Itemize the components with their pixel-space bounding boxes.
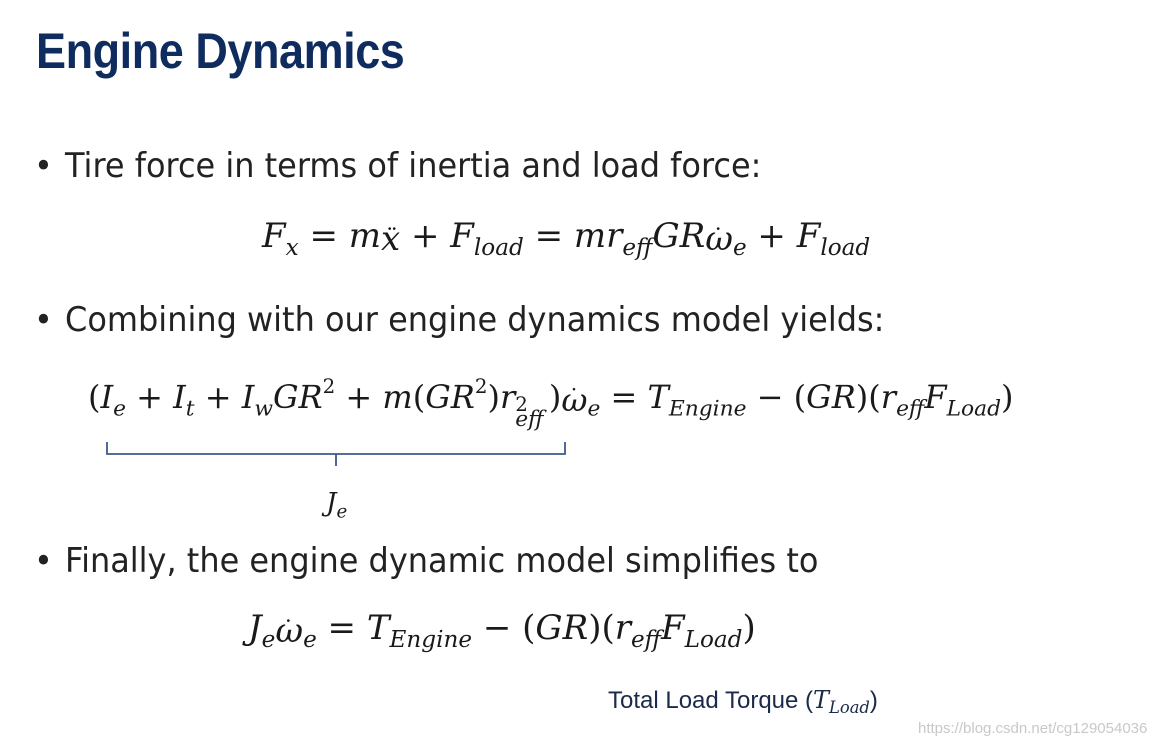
bullet-marker: • <box>34 300 53 340</box>
bullet-marker: • <box>34 541 53 581</box>
bullet-3: • Finally, the engine dynamic model simpl… <box>34 541 818 581</box>
slide-title: Engine Dynamics <box>36 23 405 79</box>
torque-label-symbol: T <box>813 686 830 714</box>
bullet-2-text: Combining with our engine dynamics model… <box>65 300 885 340</box>
bullet-marker: • <box>34 146 53 186</box>
torque-label-text: Total Load Torque ( <box>608 687 814 714</box>
brace-label-subscript: e <box>336 501 348 523</box>
brace-label-symbol: J <box>326 488 337 518</box>
total-load-torque-label: Total Load Torque (TLoad) <box>608 686 878 717</box>
bullet-1-text: Tire force in terms of inertia and load … <box>65 146 762 186</box>
brace-label-je: Je <box>326 488 347 521</box>
torque-label-close: ) <box>869 687 878 714</box>
bullet-2: • Combining with our engine dynamics mode… <box>34 300 884 340</box>
underbrace-inertia <box>106 442 566 466</box>
watermark-url: https://blog.csdn.net/cg129054036 <box>918 720 1148 737</box>
bullet-3-text: Finally, the engine dynamic model simpli… <box>65 541 819 581</box>
bullet-1: • Tire force in terms of inertia and load… <box>34 146 761 186</box>
torque-label-subscript: Load <box>829 697 870 717</box>
equation-tire-force: Fx = mx¨ + Fload = mreffGRω˙e + Fload <box>262 216 871 262</box>
equation-simplified: Jeω˙e = TEngine − (GR)(reffFLoad) <box>248 608 756 654</box>
